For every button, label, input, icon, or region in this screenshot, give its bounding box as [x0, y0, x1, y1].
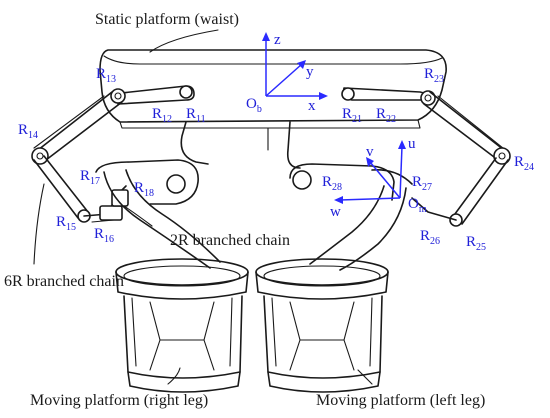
leader-static-platform [149, 29, 219, 53]
leader-lines [33, 29, 373, 385]
base-frame-axes [262, 32, 328, 100]
label-axis-z: z [274, 32, 281, 48]
label-r21: R21 [342, 106, 362, 125]
leader-6r [33, 183, 45, 265]
label-axis-v: v [366, 144, 374, 160]
label-r18: R18 [134, 180, 154, 199]
label-r28: R28 [322, 174, 342, 193]
chain-2r-left [289, 163, 413, 271]
moving-platform-left [255, 258, 389, 393]
label-axis-x: x [308, 98, 316, 114]
label-r15: R15 [56, 214, 76, 233]
label-axis-y: y [306, 64, 314, 80]
label-origin-om: Om [408, 196, 427, 215]
chain-2r-right [95, 159, 221, 269]
chain-6r-right [31, 85, 195, 223]
label-origin-ob: Ob [246, 96, 262, 115]
joint-labels: R13 R12 R11 R21 R22 R23 R14 R17 R18 R15 … [18, 66, 534, 253]
label-r25: R25 [466, 234, 486, 253]
label-axis-w: w [330, 204, 341, 220]
label-r26: R26 [420, 228, 440, 247]
label-r27: R27 [412, 174, 432, 193]
label-r12: R12 [152, 106, 172, 125]
leader-moving-left [357, 369, 373, 385]
label-r17: R17 [80, 168, 100, 187]
caption-moving-left: Moving platform (left leg) [316, 392, 485, 409]
label-axis-u: u [408, 136, 416, 152]
label-r24: R24 [514, 154, 534, 173]
label-r11: R11 [186, 106, 206, 125]
static-platform [99, 49, 447, 169]
frame-labels: z y x Ob u v w Om [246, 32, 427, 220]
moving-platform-right [115, 258, 249, 393]
label-r14: R14 [18, 122, 38, 141]
leader-moving-right [167, 367, 181, 385]
moving-frame-axes [334, 140, 406, 204]
caption-moving-right: Moving platform (right leg) [30, 392, 208, 409]
label-r16: R16 [94, 226, 114, 245]
caption-6r-chain: 6R branched chain [4, 273, 124, 290]
leader-2r [123, 205, 153, 227]
label-r22: R22 [376, 106, 396, 125]
label-r23: R23 [424, 66, 444, 85]
chain-6r-left [341, 87, 511, 227]
caption-static-platform: Static platform (waist) [95, 11, 239, 28]
caption-2r-chain: 2R branched chain [170, 232, 290, 249]
label-r13: R13 [96, 66, 116, 85]
